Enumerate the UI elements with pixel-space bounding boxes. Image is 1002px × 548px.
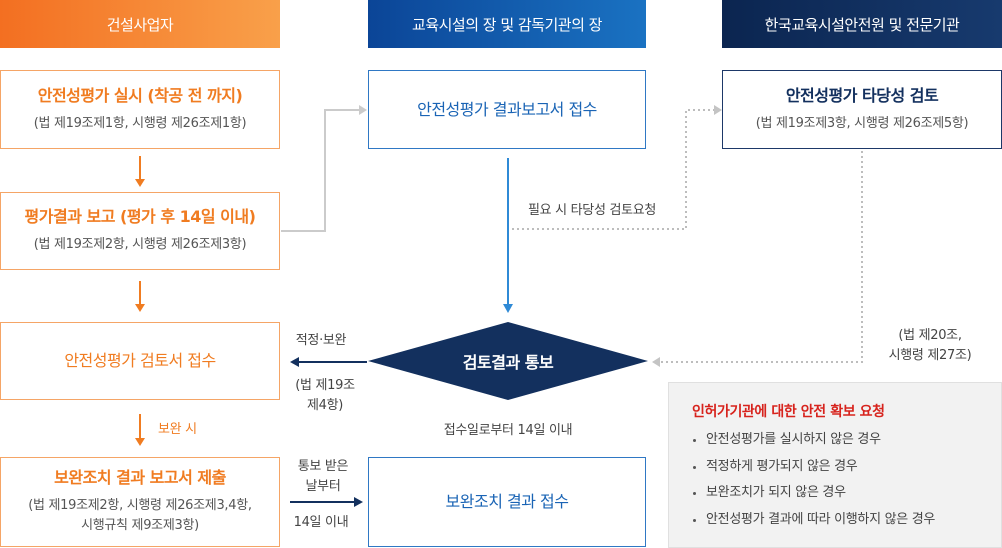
step-title: 보완조치 결과 보고서 제출 [54, 468, 226, 487]
step-legal-ref: (법 제19조제3항, 시행령 제26조제5항) [755, 115, 969, 131]
step-receive-remedy-result: 보완조치 결과 접수 [368, 457, 646, 547]
legal-ref-line: 시행령 제27조) [888, 348, 972, 363]
bullet-icon [693, 518, 696, 522]
list-item-text: 안전성평가 결과에 따라 이행하지 않은 경우 [706, 511, 936, 527]
bullet-icon [693, 492, 696, 495]
step-title: 안전성평가 검토서 접수 [64, 351, 216, 370]
notify-flow-legal-ref: (법 제19조 제4항) [275, 376, 375, 416]
legal-ref-line: (법 제19조 [295, 378, 355, 393]
safety-request-title: 인허가기관에 대한 안전 확보 요청 [692, 404, 885, 420]
arrow-institution-to-notify [503, 158, 513, 313]
connector-report-to-institution [281, 105, 367, 232]
remedy-condition-label: 보완 시 [158, 422, 197, 437]
step-legal-ref-line: 시행규칙 제9조제3항) [81, 518, 199, 533]
step-title: 보완조치 결과 접수 [445, 492, 569, 511]
arrow-review-to-remedy [135, 414, 145, 446]
safety-request-list: 안전성평가를 실시하지 않은 경우 적정하게 평가되지 않은 경우 보완조치가 … [692, 427, 935, 533]
remedy-flow-label: 통보 받은 날부터 [273, 457, 373, 497]
notify-flow-label: 적정·보완 [295, 333, 347, 348]
arrow-report-to-receive-review [135, 281, 145, 312]
safety-request-panel: 인허가기관에 대한 안전 확보 요청 안전성평가를 실시하지 않은 경우 적정하… [668, 382, 1002, 548]
column-header-contractor: 건설사업자 [0, 0, 280, 48]
validity-request-label: 필요 시 타당성 검토요청 [528, 203, 657, 218]
connector-agency-to-notify [652, 151, 863, 367]
step-title: 안전성평가 타당성 검토 [785, 85, 939, 105]
remedy-flow-label-line: 날부터 [305, 479, 341, 494]
step-legal-ref-line: (법 제19조제2항, 시행령 제26조제3,4항, [28, 498, 252, 513]
bullet-icon [693, 465, 696, 469]
notify-result-diamond [368, 322, 648, 400]
arrow-remedy-to-institution [290, 497, 363, 507]
remedy-flow-deadline: 14일 이내 [293, 515, 349, 530]
list-item-text: 안전성평가를 실시하지 않은 경우 [706, 432, 881, 447]
step-receive-result-report: 안전성평가 결과보고서 접수 [368, 70, 646, 149]
list-item-text: 보완조치가 되지 않은 경우 [706, 485, 846, 500]
step-title: 안전성평가 결과보고서 접수 [417, 99, 597, 119]
notify-result-title: 검토결과 통보 [462, 353, 554, 372]
arrow-notify-to-contractor [290, 357, 367, 367]
list-item: 보완조치가 되지 않은 경우 [692, 480, 935, 507]
step-title: 안전성평가 실시 (착공 전 까지) [37, 85, 243, 105]
list-item: 안전성평가 결과에 따라 이행하지 않은 경우 [692, 507, 935, 534]
step-receive-review: 안전성평가 검토서 접수 [0, 322, 280, 400]
step-report-result: 평가결과 보고 (평가 후 14일 이내) (법 제19조제2항, 시행령 제2… [0, 192, 280, 270]
column-header-agency: 한국교육시설안전원 및 전문기관 [722, 0, 1002, 48]
bullet-icon [693, 439, 696, 442]
step-legal-ref: (법 제19조제1항, 시행령 제26조제1항) [33, 115, 247, 131]
list-item: 안전성평가를 실시하지 않은 경우 [692, 427, 935, 454]
remedy-flow-label-line: 통보 받은 [297, 459, 349, 474]
legal-ref-line: (법 제20조, [898, 328, 962, 343]
agency-notify-legal-ref: (법 제20조, 시행령 제27조) [870, 326, 990, 366]
arrow-conduct-to-report [135, 156, 145, 187]
step-legal-ref: (법 제19조제2항, 시행령 제26조제3항) [33, 237, 247, 252]
notify-deadline-label: 접수일로부터 14일 이내 [443, 423, 573, 438]
step-title: 평가결과 보고 (평가 후 14일 이내) [24, 207, 256, 226]
list-item-text: 적정하게 평가되지 않은 경우 [706, 458, 858, 474]
column-header-institution: 교육시설의 장 및 감독기관의 장 [368, 0, 646, 48]
step-submit-remedy-report: 보완조치 결과 보고서 제출 (법 제19조제2항, 시행령 제26조제3,4항… [0, 457, 280, 547]
legal-ref-line: 제4항) [306, 398, 344, 413]
step-validity-review: 안전성평가 타당성 검토 (법 제19조제3항, 시행령 제26조제5항) [722, 70, 1002, 149]
list-item: 적정하게 평가되지 않은 경우 [692, 454, 935, 481]
connector-validity-request [512, 105, 722, 230]
step-conduct-assessment: 안전성평가 실시 (착공 전 까지) (법 제19조제1항, 시행령 제26조제… [0, 70, 280, 149]
